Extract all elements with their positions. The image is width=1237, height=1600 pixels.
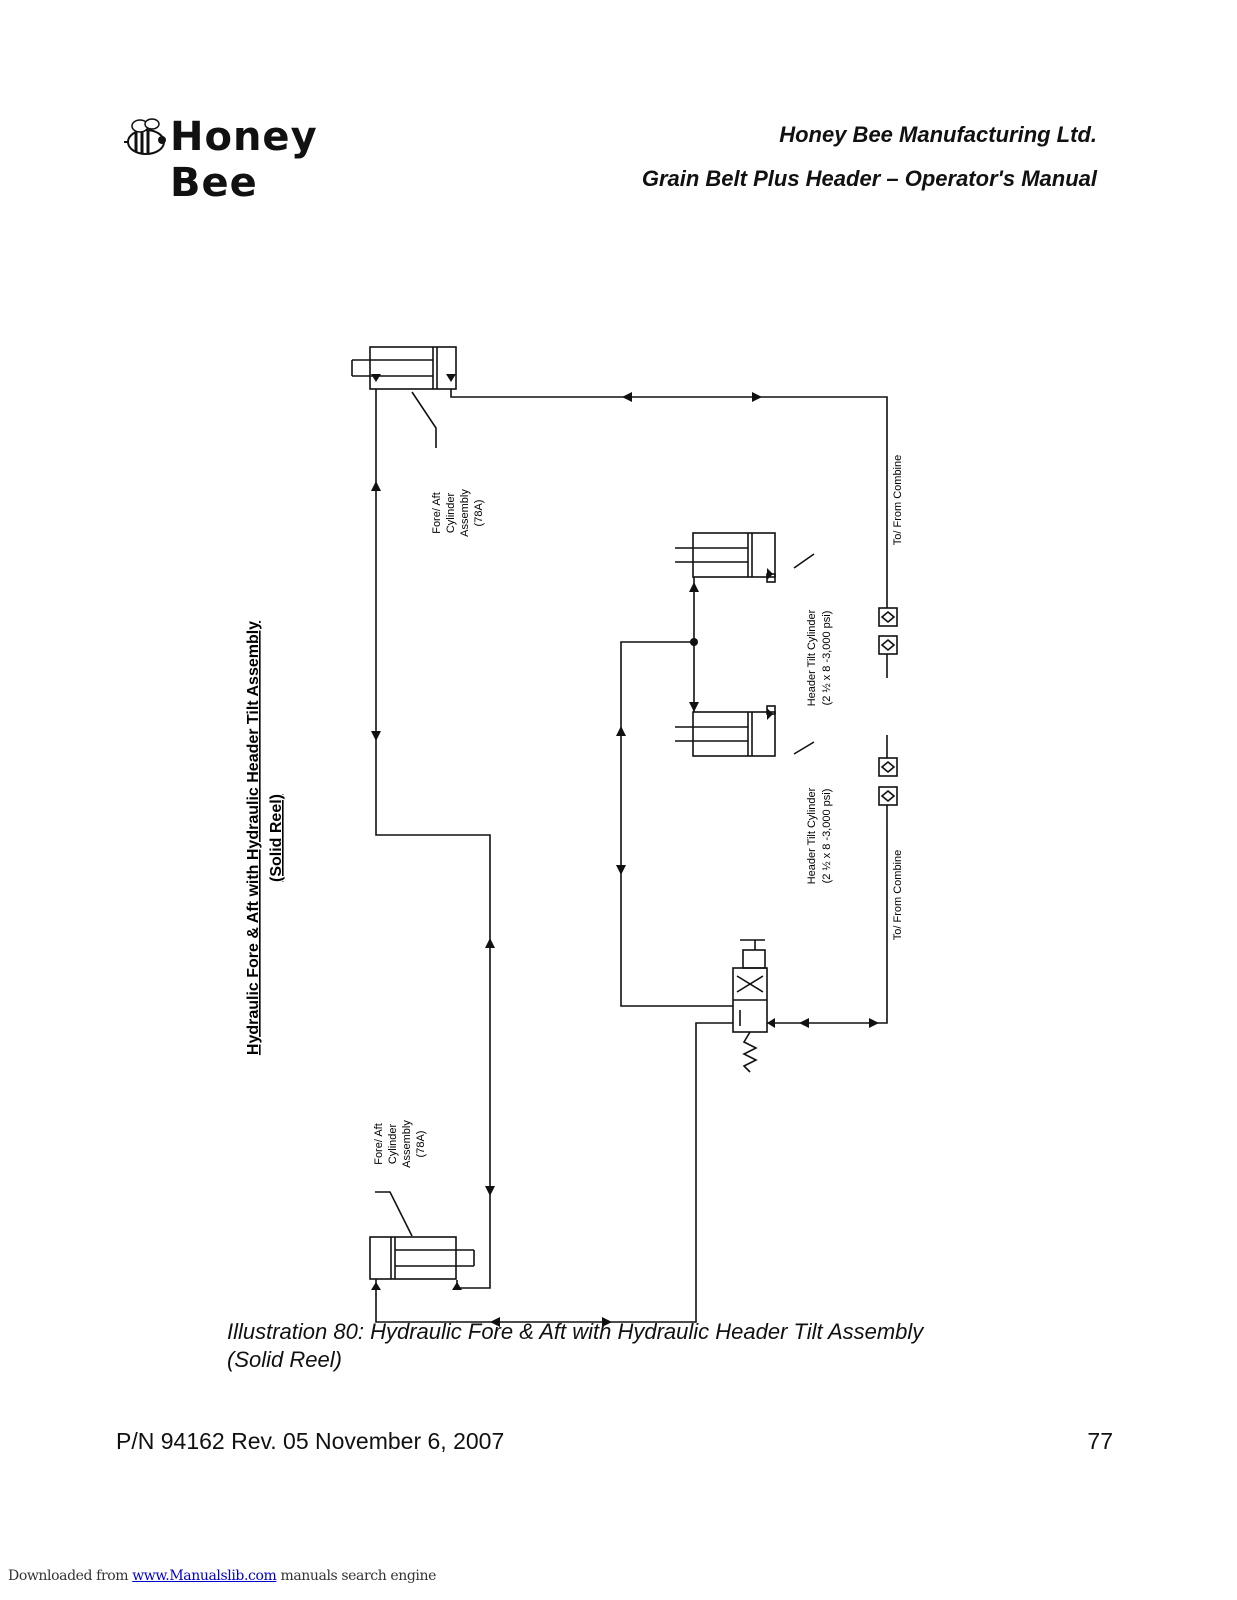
label-line: Header Tilt Cylinder [806, 609, 818, 706]
label-line: (78A) [473, 500, 485, 527]
download-prefix: Downloaded from [8, 1568, 133, 1584]
fore-aft-label-bottom: Fore/ Aft Cylinder Assembly (78A) [373, 1120, 427, 1168]
label-line: Cylinder [445, 492, 457, 533]
hose-line [620, 641, 733, 1007]
junction-dot [690, 638, 698, 646]
leader-line [793, 741, 815, 755]
flow-arrows [371, 374, 879, 1327]
label-line: Assembly [459, 489, 471, 537]
header-tilt-cylinder-bottom [675, 705, 776, 757]
leader-line [375, 1191, 413, 1237]
label-line: Fore/ Aft [431, 492, 443, 534]
label-line: (2 ½ x 8 -3,000 psi) [821, 611, 833, 706]
download-notice: Downloaded from www.Manualslib.com manua… [8, 1568, 436, 1584]
download-suffix: manuals search engine [276, 1568, 437, 1584]
diagram-title-line2: (Solid Reel) [268, 794, 285, 882]
label-line: Fore/ Aft [373, 1123, 385, 1165]
label-line: Assembly [401, 1120, 413, 1168]
leader-line [411, 391, 437, 448]
manualslib-link[interactable]: www.Manualslib.com [132, 1568, 277, 1584]
hose-line [375, 1022, 733, 1323]
illustration-caption: Illustration 80: Hydraulic Fore & Aft wi… [227, 1319, 924, 1372]
label-line: To/ From Combine [892, 850, 904, 940]
part-number: P/N 94162 Rev. 05 November 6, 2007 [116, 1428, 505, 1454]
quick-coupler-top [878, 600, 898, 678]
company-name: Honey Bee Manufacturing Ltd. [779, 122, 1097, 147]
page-number: 77 [1087, 1428, 1113, 1454]
diagram-title-line1: Hydraulic Fore & Aft with Hydraulic Head… [245, 621, 262, 1055]
honey-bee-logo: Honey Bee [118, 112, 418, 206]
selector-valve [732, 939, 768, 1073]
header-tilt-cylinder-top [675, 532, 776, 583]
manual-title: Grain Belt Plus Header – Operator's Manu… [641, 166, 1097, 191]
leader-line [793, 553, 815, 569]
fore-aft-cylinder-bottom [369, 1236, 475, 1280]
label-line: To/ From Combine [892, 455, 904, 545]
bee-icon [124, 118, 166, 155]
logo-text: Honey Bee [170, 114, 318, 206]
fore-aft-label-top: Fore/ Aft Cylinder Assembly (78A) [431, 489, 485, 537]
combine-label-bottom: To/ From Combine [892, 850, 904, 940]
quick-coupler-bottom [878, 735, 898, 830]
tilt-label-bottom: Header Tilt Cylinder (2 ½ x 8 -3,000 psi… [806, 787, 833, 884]
fore-aft-cylinder-top [351, 346, 457, 390]
label-line: Header Tilt Cylinder [806, 787, 818, 884]
combine-label-top: To/ From Combine [892, 455, 904, 545]
label-line: (2 ½ x 8 -3,000 psi) [821, 789, 833, 884]
label-line: (78A) [415, 1131, 427, 1158]
label-line: Cylinder [387, 1123, 399, 1164]
tilt-label-top: Header Tilt Cylinder (2 ½ x 8 -3,000 psi… [806, 609, 833, 706]
hose-line [450, 389, 888, 600]
